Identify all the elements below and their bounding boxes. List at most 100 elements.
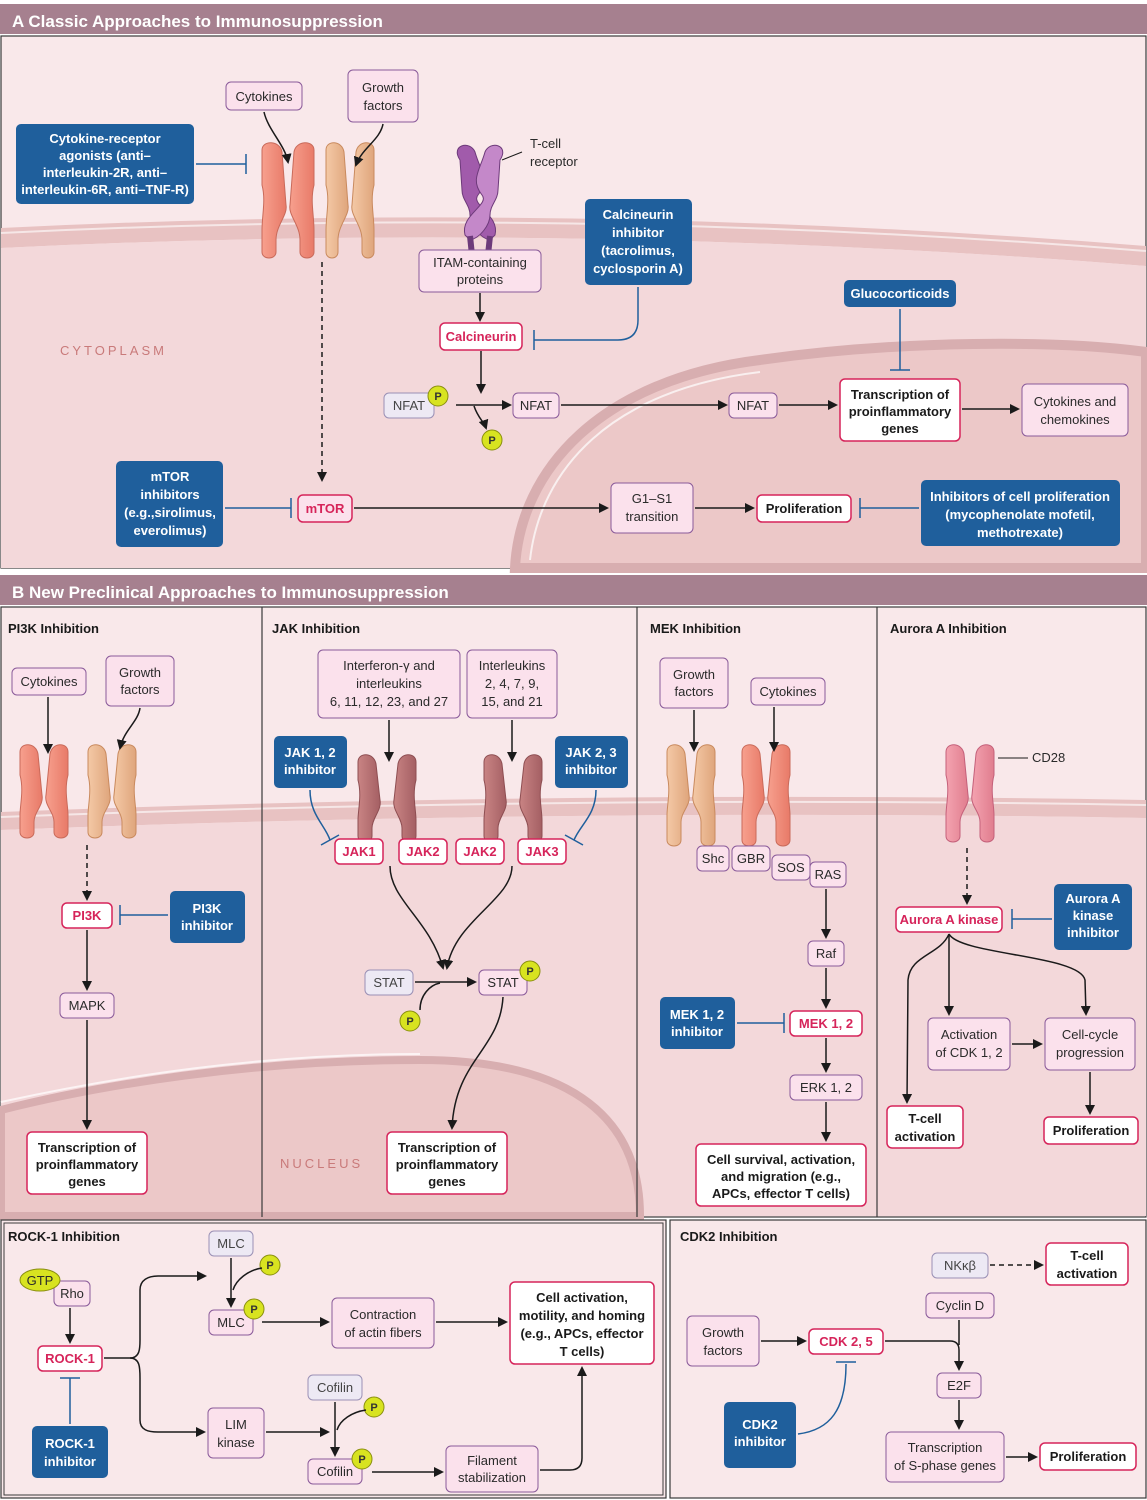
mek-receptors [666,744,791,847]
a-growth-factors-node: Growth factors [347,69,419,123]
a-transcription-node: Transcription of proinflammatory genes [839,378,961,442]
cytokines-chemokines-node: Cytokines and chemokines [1021,383,1129,437]
svg-text:NKκβ: NKκβ [944,1258,976,1273]
activation-cdk-node: Activation of CDK 1, 2 [927,1017,1011,1071]
raf-node: Raf [807,940,845,967]
svg-text:Cytokines: Cytokines [759,684,817,699]
svg-text:cyclosporin A): cyclosporin A) [593,261,683,276]
glucocorticoids-box: Glucocorticoids [844,280,956,307]
mek-growth-factors-node: Growth factors [659,657,729,709]
svg-text:Calcineurin: Calcineurin [446,329,517,344]
svg-text:T-cell: T-cell [1070,1248,1103,1263]
stat-node-2: STAT P [478,960,541,996]
svg-text:Transcription: Transcription [908,1440,983,1455]
mek-inhibition [737,1013,785,1033]
svg-text:Filament: Filament [467,1453,517,1468]
svg-text:of CDK 1, 2: of CDK 1, 2 [935,1045,1002,1060]
pi3k-growth-factors-node: Growth factors [105,655,175,707]
inhibitors-cell-proliferation-box: Inhibitors of cell proliferation (mycoph… [921,480,1120,546]
svg-text:SOS: SOS [777,860,805,875]
svg-text:activation: activation [895,1129,956,1144]
lim-kinase-node: LIM kinase [207,1407,265,1459]
svg-text:MEK 1, 2: MEK 1, 2 [670,1007,724,1022]
svg-text:factors: factors [363,98,403,113]
interferon-node: Interferon-γ and interleukins 6, 11, 12,… [317,649,461,719]
svg-text:G1–S1: G1–S1 [632,491,672,506]
aurora-panel-title: Aurora A Inhibition [890,621,1007,636]
svg-text:(e.g., APCs, effector: (e.g., APCs, effector [520,1326,643,1341]
cytoplasm-label: CYTOPLASM [60,343,167,358]
svg-text:inhibitor: inhibitor [612,225,664,240]
svg-text:15, and 21: 15, and 21 [481,694,542,709]
mlc-node-2: MLC P [208,1298,265,1336]
a-tcell-receptor-label: T-cell receptor [530,136,578,169]
svg-text:6, 11, 12, 23, and 27: 6, 11, 12, 23, and 27 [330,694,448,709]
svg-text:interleukin-6R, anti–TNF-R): interleukin-6R, anti–TNF-R) [21,182,189,197]
ras-node: RAS [809,861,847,888]
svg-text:P: P [434,391,441,403]
svg-text:Cyclin D: Cyclin D [936,1298,984,1313]
aurora-kinase-node: Aurora A kinase [895,906,1003,933]
svg-text:Cell survival, activation,: Cell survival, activation, [707,1152,855,1167]
erk-node: ERK 1, 2 [789,1074,863,1101]
a-cytokines-node: Cytokines [225,81,303,111]
svg-text:P: P [266,1260,273,1272]
svg-text:JAK3: JAK3 [525,844,558,859]
svg-text:Transcription of: Transcription of [398,1140,497,1155]
svg-text:interleukins: interleukins [356,676,422,691]
nucleus-label: NUCLEUS [280,1156,363,1171]
svg-text:STAT: STAT [373,975,404,990]
svg-text:(tacrolimus,: (tacrolimus, [601,243,675,258]
cdk2-inhibitor-box: CDK2 inhibitor [724,1402,796,1468]
svg-text:Cytokines and: Cytokines and [1034,394,1116,409]
svg-text:stabilization: stabilization [458,1470,526,1485]
calcineurin-node: Calcineurin [439,322,523,351]
svg-text:Aurora A kinase: Aurora A kinase [900,912,999,927]
cdk2-edges [761,1260,1044,1462]
cofilin-node-2: Cofilin P [307,1448,373,1485]
svg-text:MLC: MLC [217,1236,244,1251]
cdk2-transcription-node: Transcription of S-phase genes [885,1431,1005,1483]
cell-membrane-a [1,217,1146,266]
jak23-inhibitor-box: JAK 2, 3 inhibitor [555,736,628,788]
svg-text:mTOR: mTOR [151,469,190,484]
svg-text:NFAT: NFAT [520,398,552,413]
svg-text:T-cell: T-cell [530,136,561,151]
svg-text:Cytokine-receptor: Cytokine-receptor [49,131,160,146]
cd28-label: CD28 [1032,750,1065,765]
cyclin-d-node: Cyclin D [925,1292,995,1319]
svg-text:(e.g.,sirolimus,: (e.g.,sirolimus, [124,505,216,520]
svg-text:Cofilin: Cofilin [317,1380,353,1395]
a-proliferation-node: Proliferation [756,494,852,523]
jak3-node: JAK3 [517,838,567,865]
section-b-title: B New Preclinical Approaches to Immunosu… [12,583,449,602]
svg-text:JAK 1, 2: JAK 1, 2 [284,745,335,760]
pi3k-cytokines-node: Cytokines [11,667,87,696]
svg-text:inhibitor: inhibitor [44,1454,96,1469]
cdk2-tcell-activation-node: T-cell activation [1045,1242,1129,1286]
svg-text:Rho: Rho [60,1286,84,1301]
svg-text:inhibitors: inhibitors [140,487,199,502]
svg-text:Raf: Raf [816,946,837,961]
nfat-node-2: NFAT [728,392,778,419]
svg-text:transition: transition [626,509,679,524]
cofilin-node-1: Cofilin [307,1374,363,1401]
mtor-node: mTOR [297,494,353,523]
svg-text:Cytokines: Cytokines [20,674,78,689]
svg-text:2, 4, 7, 9,: 2, 4, 7, 9, [485,676,539,691]
svg-text:receptor: receptor [530,154,578,169]
svg-text:JAK2: JAK2 [463,844,496,859]
svg-text:inhibitor: inhibitor [284,762,336,777]
svg-text:Interleukins: Interleukins [479,658,546,673]
svg-text:Inhibitors of cell proliferati: Inhibitors of cell proliferation [930,489,1110,504]
svg-text:STAT: STAT [487,975,518,990]
svg-text:APCs, effector T cells): APCs, effector T cells) [712,1186,850,1201]
svg-text:genes: genes [68,1174,106,1189]
mek-cytokines-node: Cytokines [750,677,826,706]
svg-text:factors: factors [120,682,160,697]
svg-text:inhibitor: inhibitor [671,1024,723,1039]
nfat-node-1: NFAT [512,392,560,419]
svg-text:Interferon-γ and: Interferon-γ and [343,658,435,673]
mapk-node: MAPK [59,992,115,1019]
svg-text:and migration (e.g.,: and migration (e.g., [721,1169,841,1184]
